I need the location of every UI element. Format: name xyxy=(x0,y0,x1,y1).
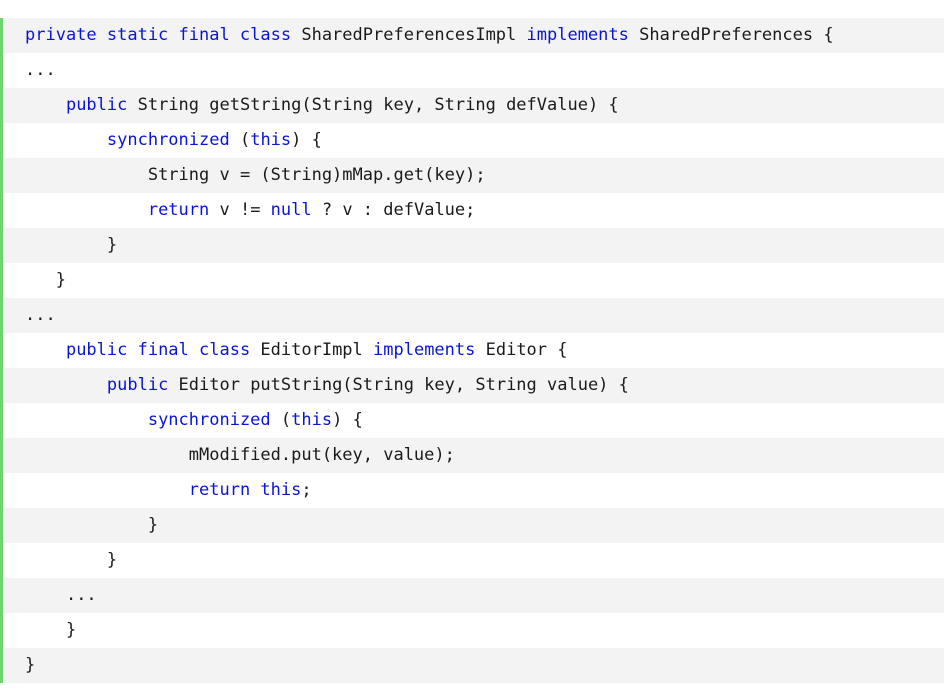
code-indent xyxy=(25,375,107,395)
code-text: ... xyxy=(25,60,56,80)
code-keyword: this xyxy=(250,130,292,150)
code-line: synchronized (this) { xyxy=(3,403,944,438)
code-line: } xyxy=(3,613,944,648)
code-line: } xyxy=(3,228,944,263)
code-text: ... xyxy=(65,585,97,605)
code-text: EditorImpl xyxy=(250,340,374,360)
code-line: ... xyxy=(3,53,944,88)
code-keyword: synchronized xyxy=(106,130,230,150)
code-line: ... xyxy=(3,578,944,613)
code-keyword: public xyxy=(106,375,169,395)
code-indent xyxy=(25,410,148,430)
code-text: } xyxy=(106,550,118,570)
code-text: } xyxy=(65,620,77,640)
code-indent xyxy=(25,200,148,220)
code-text: Editor putString(String key, String valu… xyxy=(168,375,629,395)
code-text: ( xyxy=(229,130,251,150)
code-line: ... xyxy=(3,298,944,333)
code-line: } xyxy=(3,508,944,543)
code-text: } xyxy=(106,235,118,255)
code-indent xyxy=(25,480,189,500)
code-text: String v = (String)mMap.get(key); xyxy=(147,165,486,185)
code-text: } xyxy=(55,270,66,290)
code-text: mModified.put(key, value); xyxy=(188,445,455,465)
code-line: private static final class SharedPrefere… xyxy=(3,18,944,53)
code-text: SharedPreferencesImpl xyxy=(291,25,527,45)
code-indent xyxy=(25,270,56,290)
code-text: } xyxy=(147,515,159,535)
code-indent xyxy=(25,445,189,465)
code-text: } xyxy=(25,655,36,675)
code-line: mModified.put(key, value); xyxy=(3,438,944,473)
code-text: ) { xyxy=(332,410,363,430)
code-keyword: return xyxy=(147,200,210,220)
code-text: v != xyxy=(209,200,271,220)
code-keyword: this xyxy=(291,410,333,430)
code-line: return v != null ? v : defValue; xyxy=(3,193,944,228)
code-text: ... xyxy=(25,305,56,325)
code-indent xyxy=(25,585,66,605)
code-keyword: synchronized xyxy=(147,410,271,430)
code-keyword: null xyxy=(270,200,312,220)
code-line: synchronized (this) { xyxy=(3,123,944,158)
code-keyword: public xyxy=(65,95,128,115)
code-indent xyxy=(25,130,107,150)
code-text: String getString(String key, String defV… xyxy=(127,95,619,115)
code-indent xyxy=(25,340,66,360)
code-line: return this; xyxy=(3,473,944,508)
code-line: public Editor putString(String key, Stri… xyxy=(3,368,944,403)
code-text: ? v : defValue; xyxy=(311,200,476,220)
code-line: public String getString(String key, Stri… xyxy=(3,88,944,123)
code-indent xyxy=(25,550,107,570)
code-indent xyxy=(25,235,107,255)
code-text: SharedPreferences { xyxy=(628,25,834,45)
code-line: String v = (String)mMap.get(key); xyxy=(3,158,944,193)
code-text: ) { xyxy=(291,130,322,150)
code-indent xyxy=(25,95,66,115)
code-keyword: private static final class xyxy=(25,25,292,45)
code-text: ; xyxy=(301,480,312,500)
code-keyword: implements xyxy=(373,340,476,360)
code-line: } xyxy=(3,543,944,578)
code-indent xyxy=(25,515,148,535)
code-keyword: public final class xyxy=(65,340,251,360)
code-keyword: implements xyxy=(526,25,629,45)
code-line: public final class EditorImpl implements… xyxy=(3,333,944,368)
code-indent xyxy=(25,620,66,640)
code-line: } xyxy=(3,648,944,683)
code-indent xyxy=(25,165,148,185)
code-line: } xyxy=(3,263,944,298)
code-text: ( xyxy=(270,410,292,430)
code-text: Editor { xyxy=(475,340,568,360)
code-block: private static final class SharedPrefere… xyxy=(0,18,944,683)
code-keyword: return this xyxy=(188,480,302,500)
